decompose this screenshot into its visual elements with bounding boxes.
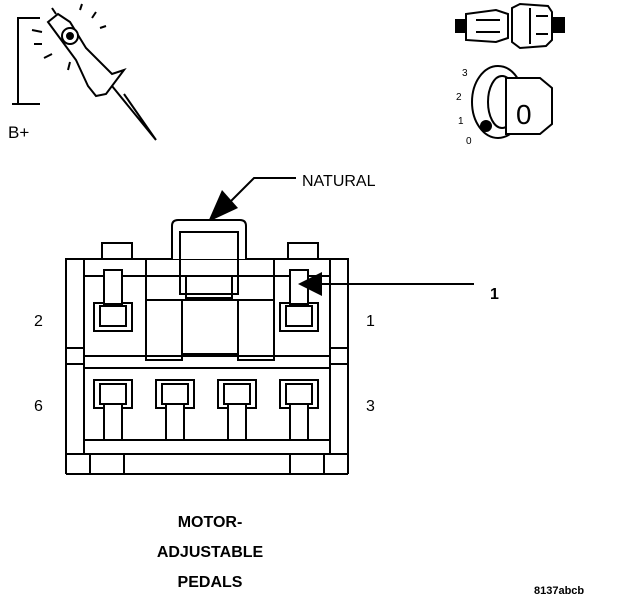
cavity-pin-1 — [279, 269, 319, 332]
ignition-position-0: 0 — [466, 136, 472, 147]
caption-line-2: ADJUSTABLE — [157, 544, 264, 561]
ignition-key-icon — [471, 65, 553, 139]
pin-label-top-left: 2 — [34, 313, 43, 330]
pin-label-bottom-left: 6 — [34, 398, 43, 415]
ignition-position-1: 1 — [458, 116, 464, 127]
battery-positive-label: B+ — [8, 123, 29, 142]
cavity-pin-2 — [93, 269, 133, 332]
caption-line-3: PEDALS — [178, 574, 243, 591]
cavity-pin-6 — [93, 379, 133, 441]
terminal-cavities — [93, 269, 319, 441]
ignition-position-2: 2 — [456, 92, 462, 103]
figure-id: 8137abcb — [534, 585, 584, 597]
cavity-pin-5 — [155, 379, 195, 441]
disconnected-connector-icon — [455, 2, 565, 50]
cavity-pin-4 — [217, 379, 257, 441]
color-callout-leader — [208, 177, 296, 222]
pin-1-callout-leader — [298, 272, 474, 296]
ignition-position-3: 3 — [462, 68, 468, 79]
cavity-pin-3 — [279, 379, 319, 441]
key-number: 0 — [516, 99, 532, 130]
test-light-icon — [12, 3, 157, 141]
pin-label-bottom-right: 3 — [366, 398, 375, 415]
callout-number: 1 — [490, 286, 499, 303]
pin-label-top-right: 1 — [366, 313, 375, 330]
caption-line-1: MOTOR- — [178, 514, 243, 531]
connector-color-label: NATURAL — [302, 173, 376, 190]
